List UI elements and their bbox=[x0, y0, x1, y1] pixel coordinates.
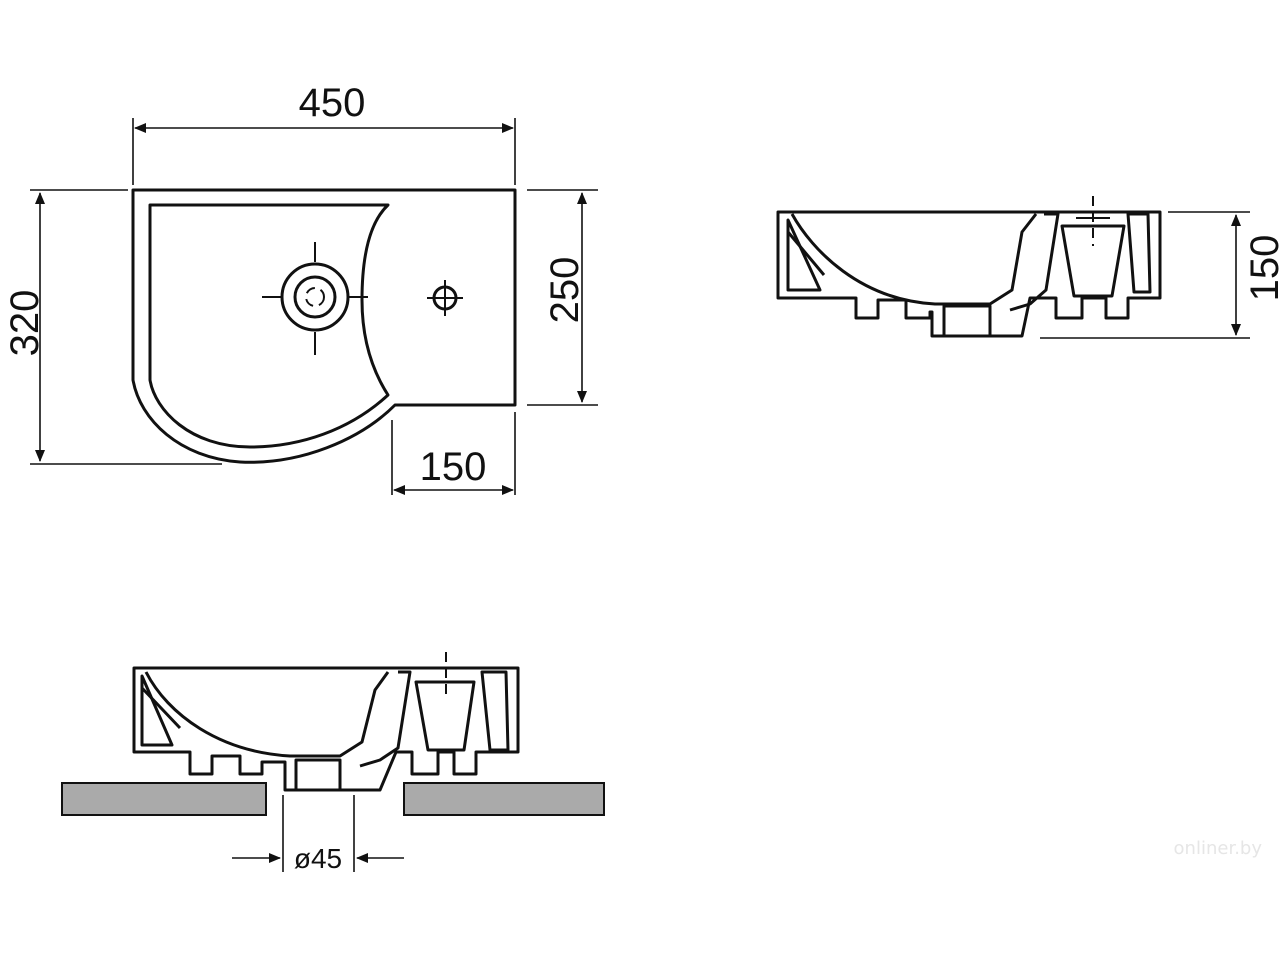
watermark: onliner.by bbox=[1174, 838, 1263, 859]
front-view: ø45 bbox=[61, 652, 605, 874]
dim-depth-overall: 320 bbox=[3, 290, 47, 357]
countertop-right bbox=[403, 782, 605, 816]
dim-wing-width: 150 bbox=[420, 445, 487, 489]
sink-outline-top bbox=[131, 188, 517, 464]
dim-drain-diameter: ø45 bbox=[294, 843, 342, 874]
countertop-left bbox=[61, 782, 267, 816]
sink-profile-front bbox=[132, 666, 520, 792]
top-view: 450 320 250 150 bbox=[3, 81, 598, 495]
drain-hole bbox=[262, 242, 368, 355]
side-view: 150 bbox=[776, 196, 1280, 339]
sink-profile-side bbox=[776, 210, 1162, 338]
bowl-curve-front bbox=[144, 671, 390, 758]
dim-depth-body: 250 bbox=[543, 257, 587, 324]
tap-hole bbox=[427, 280, 463, 316]
bowl-curve-side bbox=[790, 213, 1038, 306]
bowl-outline-top bbox=[148, 203, 390, 449]
dim-height: 150 bbox=[1243, 235, 1280, 302]
dim-width-overall: 450 bbox=[299, 81, 366, 125]
